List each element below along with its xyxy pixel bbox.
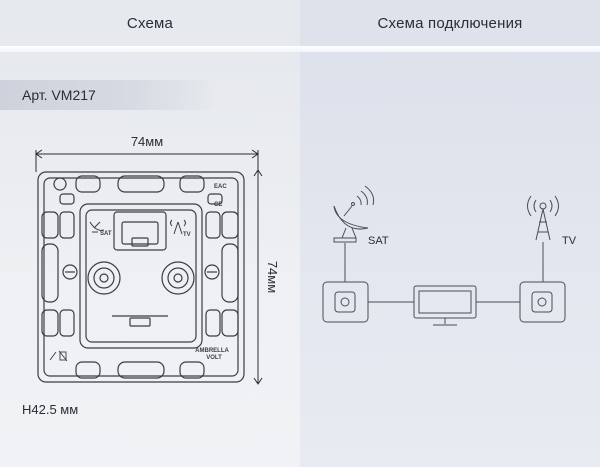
tv-socket-icon [519, 281, 566, 323]
tab-schematic[interactable]: Схема [0, 0, 300, 46]
brand-line-2: VOLT [206, 355, 222, 361]
mounting-frame [37, 171, 245, 383]
tv-antenna-icon [527, 195, 559, 241]
connection-panel: Схема подключения [300, 0, 600, 467]
width-dimension [35, 149, 259, 172]
satellite-dish-icon [333, 185, 375, 243]
tab-connection-diagram[interactable]: Схема подключения [300, 0, 600, 46]
recycle-bin-icon [49, 350, 68, 362]
header-divider [0, 46, 600, 52]
width-label: 74мм [131, 134, 163, 149]
tv-receiver-icon [413, 285, 477, 326]
sat-dish-icon [89, 221, 105, 233]
tv-mark: TV [183, 232, 191, 238]
sat-label: SAT [368, 235, 389, 247]
ce-mark: CE [214, 202, 222, 208]
article-label: Арт. VM217 [22, 87, 96, 103]
tv-antenna-icon [170, 219, 186, 235]
depth-label: H42.5 мм [22, 402, 79, 417]
height-dimension [253, 169, 263, 385]
height-label: 74мм [265, 261, 280, 293]
eac-mark: EAC [214, 184, 227, 190]
socket-drawing: 74мм 74мм [35, 134, 280, 385]
schematic-panel: Схема [0, 0, 300, 467]
sat-mark: SAT [100, 231, 112, 237]
tv-label: TV [562, 235, 577, 247]
brand-line-1: AMBRELLA [195, 348, 229, 354]
article-badge: Арт. VM217 [0, 80, 220, 110]
sat-socket-icon [322, 281, 369, 323]
